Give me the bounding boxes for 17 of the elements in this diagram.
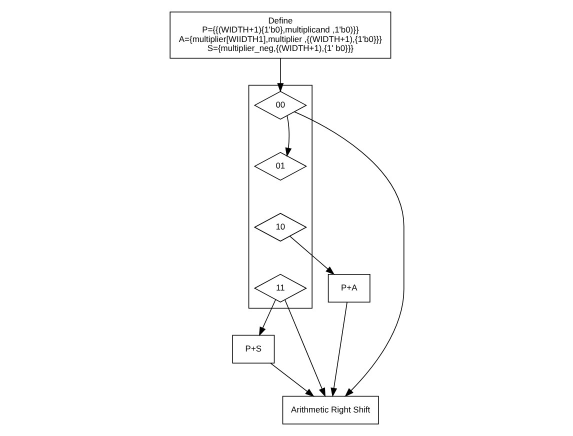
node-diamond: 00: [253, 91, 307, 120]
node-box: Arithmetic Right Shift: [282, 396, 378, 424]
arrow: [258, 299, 276, 336]
node-diamond: 11: [253, 274, 307, 303]
arrow: [276, 58, 284, 92]
arrow: [270, 362, 314, 397]
node-box: Define P={{(WIDTH+1){1'b0},multiplicand ,1'b0)}} A={multiplier[WIIDTH1],multiplier ,{(WIDTH+1),{1'b0}}} S={multiplier_neg,{(WIDTH+1),{1' b0}}}: [169, 12, 391, 59]
arrow: [330, 302, 347, 398]
node-diamond: 10: [253, 212, 307, 242]
arrow: [284, 300, 325, 398]
arrow: [293, 111, 404, 397]
node-box: P+A: [327, 274, 370, 302]
node-diamond: 01: [253, 152, 307, 181]
arrow: [284, 116, 292, 158]
arrow: [289, 236, 334, 275]
node-box: P+S: [232, 334, 274, 364]
cluster: [248, 84, 312, 309]
